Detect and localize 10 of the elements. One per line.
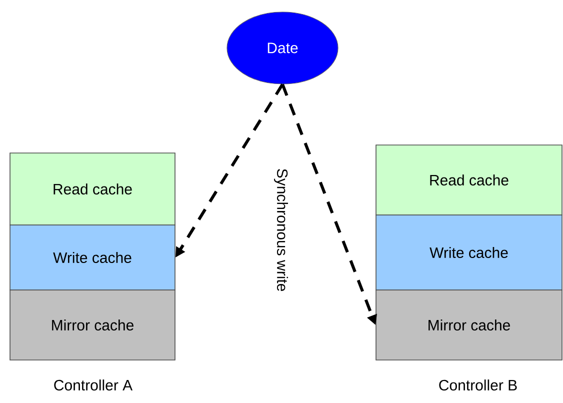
cache-box: Mirror cache [376, 290, 562, 360]
edge-label: Synchronous write [273, 167, 289, 293]
cache-box: Write cache [10, 224, 176, 290]
controller-label: Controller B [439, 380, 517, 390]
controller-label: Controller A [54, 380, 133, 390]
cache-box: Read cache [376, 144, 562, 216]
ellipse-node: Date [226, 12, 338, 84]
cache-box: Write cache [376, 214, 562, 290]
cache-box: Read cache [10, 152, 176, 226]
cache-box: Mirror cache [10, 290, 176, 360]
